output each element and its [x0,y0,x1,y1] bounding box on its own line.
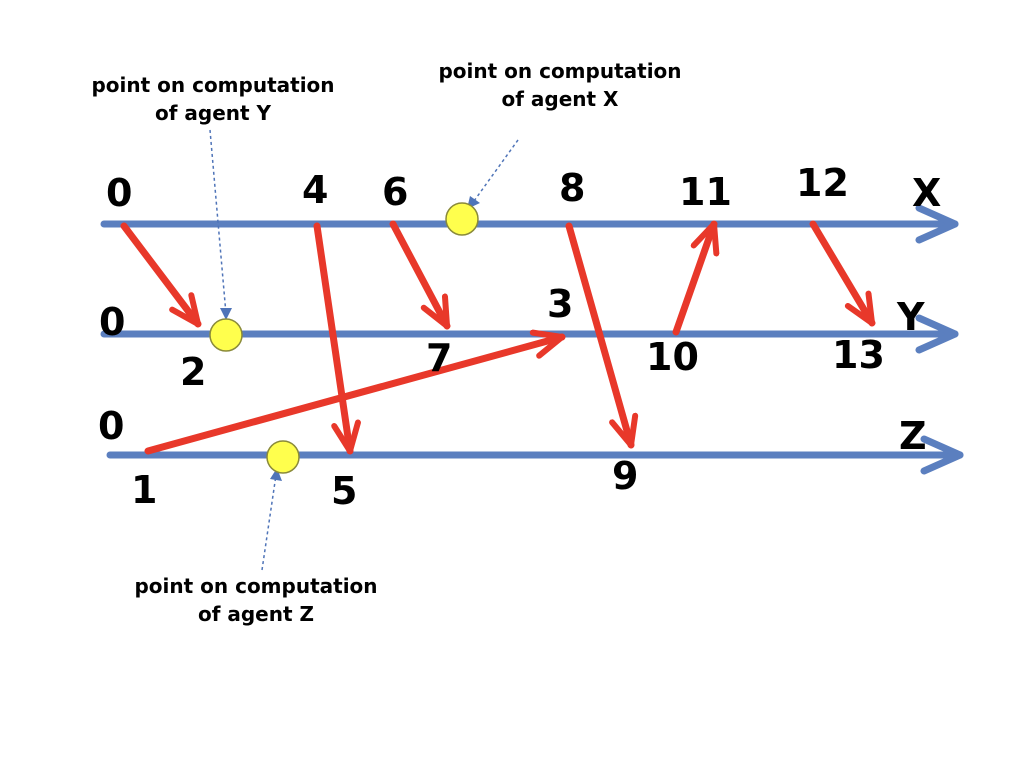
event-label-y13: 13 [832,333,885,377]
event-label-y10: 10 [646,335,699,379]
agent-label-y: Y [896,295,925,339]
message-x0-y2 [120,222,202,328]
event-label-x12: 12 [796,161,849,205]
event-label-z9: 9 [612,454,638,498]
callout-agent-z-line2: of agent Z [197,602,315,626]
event-label-y2: 2 [180,350,206,394]
callout-agent-x: point on computation of agent X [410,57,710,113]
event-label-x11: 11 [679,170,732,214]
event-label-z1: 1 [131,468,157,512]
event-label-x4: 4 [302,168,328,212]
event-label-y3: 3 [547,282,573,326]
message-x12-y13 [809,220,876,327]
callout-agent-x-line1: point on computation [438,59,682,83]
callout-pointer-y [209,129,227,315]
agent-label-x: X [912,171,941,215]
message-x8-z9 [565,222,639,449]
message-y10-x11 [672,220,720,336]
callout-pointer-y-head [220,308,232,320]
event-label-z5: 5 [331,469,357,513]
event-point-z [266,440,300,474]
event-label-x6: 6 [382,170,408,214]
start-label-y: 0 [99,300,125,344]
agent-label-z: Z [899,414,927,458]
callout-agent-x-line2: of agent X [501,87,619,111]
event-point-y [209,318,243,352]
event-label-y7: 7 [426,336,452,380]
event-label-x8: 8 [559,166,585,210]
callout-agent-y: point on computation of agent Y [63,71,363,127]
callout-agent-z: point on computation of agent Z [106,572,406,628]
message-z1-y3 [144,329,566,455]
callout-agent-y-line2: of agent Y [154,101,272,125]
message-x4-z5 [313,222,361,455]
start-label-z: 0 [98,404,124,448]
callout-pointer-x [473,139,519,202]
callout-pointer-z-head [270,468,282,481]
callout-agent-z-line1: point on computation [134,574,378,598]
callout-agent-y-line1: point on computation [91,73,335,97]
start-label-x: 0 [106,171,132,215]
callout-pointer-z [261,474,277,571]
event-point-x [445,202,479,236]
message-x6-y7 [389,220,451,330]
